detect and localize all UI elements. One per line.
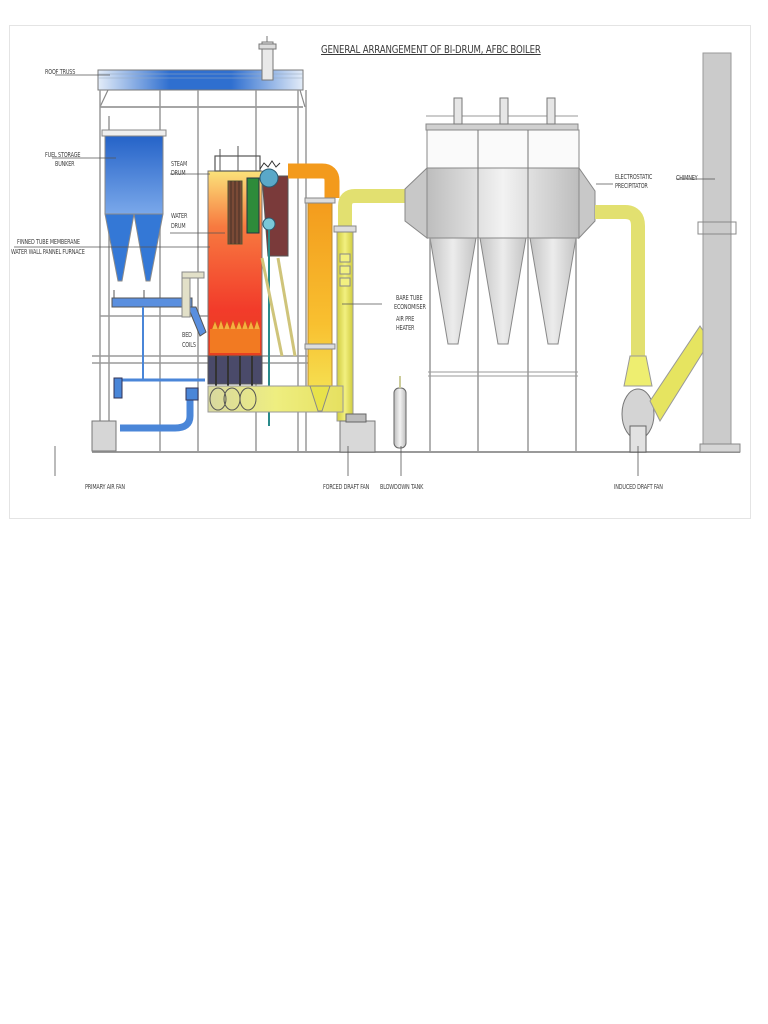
boiler-arrangement-drawing (14, 36, 741, 476)
label-fuel-storage-bunker-line1: FUEL STORAGE (45, 151, 81, 159)
label-steam-drum-line2: DRUM (171, 169, 186, 177)
chimney (697, 52, 741, 453)
induced-draft-fan (621, 325, 711, 453)
label-furnace-line1: FINNED TUBE MEMBERANE (17, 238, 80, 246)
forced-draft-fan (339, 413, 376, 453)
label-esp-line1: ELECTROSTATIC (615, 173, 653, 181)
label-economiser-line1: BARE TUBE (396, 294, 423, 302)
fuel-storage-bunker (101, 129, 207, 337)
diagram-title: GENERAL ARRANGEMENT OF BI-DRUM, AFBC BOI… (321, 44, 541, 56)
label-air-preheater-line2: HEATER (396, 324, 415, 332)
label-furnace-line2: WATER WALL PANNEL FURNACE (11, 248, 85, 256)
label-bed-coils-line2: COILS (182, 341, 196, 349)
esp-outlet-duct (595, 205, 653, 387)
economiser-air-preheater (207, 189, 405, 422)
label-fuel-storage-bunker-line2: BUNKER (55, 160, 75, 168)
boiler-diagram-frame: GENERAL ARRANGEMENT OF BI-DRUM, AFBC BOI… (9, 25, 751, 519)
label-primary-air-fan: PRIMARY AIR FAN (85, 483, 125, 491)
label-steam-drum-line1: STEAM (171, 160, 188, 168)
furnace (207, 146, 263, 406)
label-water-drum-line2: DRUM (171, 222, 186, 230)
roof-truss (97, 36, 306, 108)
electrostatic-precipitator (404, 97, 596, 452)
label-water-drum-line1: WATER (171, 212, 188, 220)
label-roof-truss: ROOF TRUSS (45, 68, 76, 76)
label-blowdown-tank: BLOWDOWN TANK (380, 483, 424, 491)
primary-air-ducting (91, 307, 205, 452)
flue-gas-duct-hot (288, 163, 340, 409)
label-esp-line2: PRECIPITATOR (615, 182, 648, 190)
label-bed-coils-line1: BED (182, 331, 192, 339)
label-induced-draft-fan: INDUCED DRAFT FAN (614, 483, 663, 491)
label-air-preheater-line1: AIR PRE (396, 315, 415, 323)
blowdown-tank (393, 376, 407, 449)
label-chimney: CHIMNEY (676, 174, 698, 182)
label-economiser-line2: ECONOMISER (394, 303, 426, 311)
label-forced-draft-fan: FORCED DRAFT FAN (323, 483, 370, 491)
